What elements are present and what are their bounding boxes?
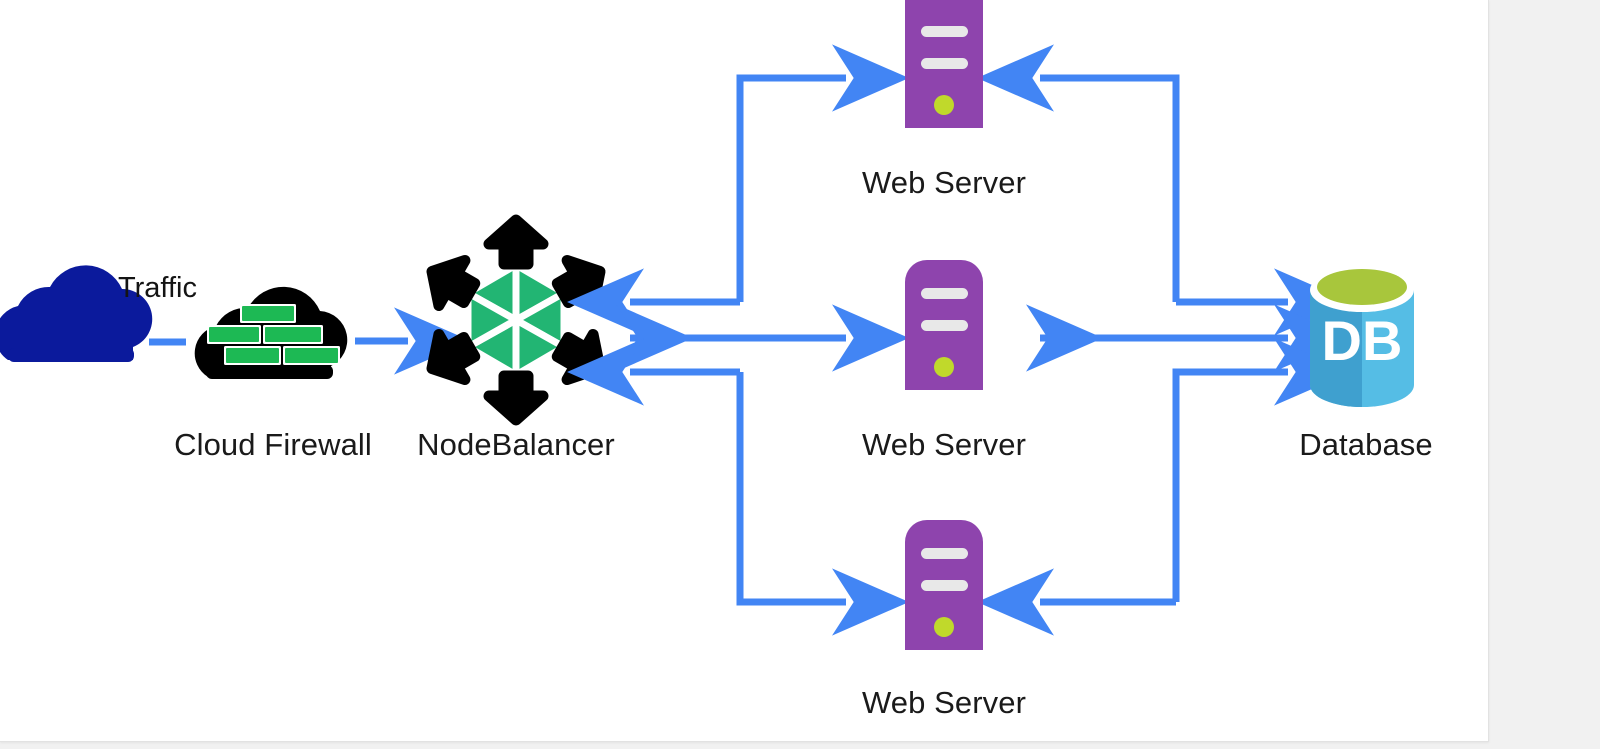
web-server-bottom-label: Web Server [861,685,1027,720]
db-badge-text: DB [1322,309,1403,372]
traffic-label: Traffic [118,272,197,304]
database-cylinder-icon: DB [1310,268,1414,407]
balancer-to-server-1-edge [736,44,909,302]
balancer-to-server-3-edge [736,372,909,636]
server-tower-icon [905,0,983,128]
architecture-diagram-svg: DB [0,0,1414,650]
cloud-icon [0,265,153,362]
firewall-cloud-brick-icon [194,286,348,379]
server-1-to-database-edge [977,44,1180,302]
nodebalancer-hexagon-icon [426,214,606,426]
server-3-to-database-edge [1172,338,1351,602]
diagram-canvas: DB Traffic Cloud Firewall NodeBalancer W… [0,0,1489,742]
nodebalancer-label: NodeBalancer [417,427,615,462]
server-tower-icon [905,520,983,650]
web-server-top-label: Web Server [861,165,1027,200]
web-server-middle-label: Web Server [861,427,1027,462]
database-label: Database [1299,427,1433,462]
server-tower-icon [905,260,983,390]
cloud-firewall-label: Cloud Firewall [174,427,372,462]
